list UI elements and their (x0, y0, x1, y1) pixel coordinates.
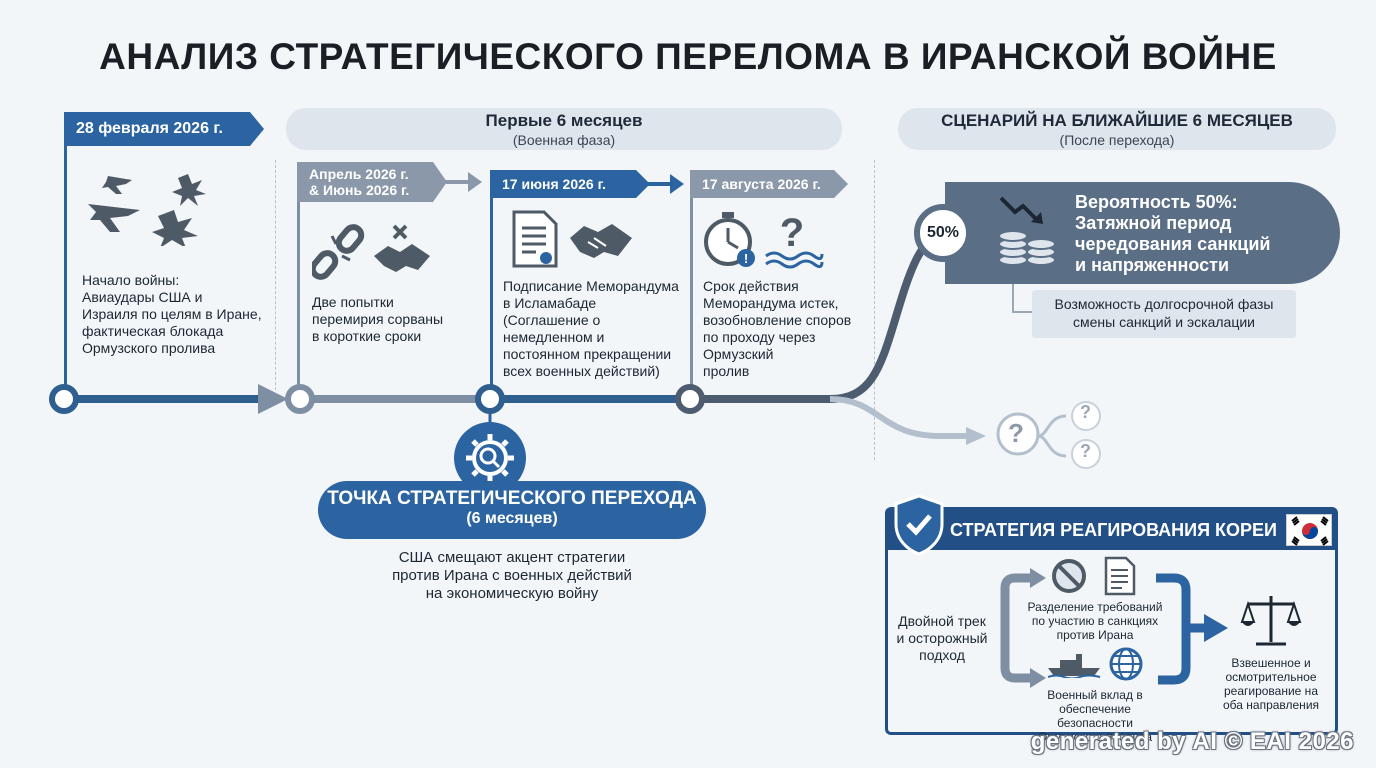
failed-handshake-icon (374, 224, 430, 272)
date-tag-3: 17 июня 2026 г. (490, 170, 650, 198)
svg-text:?: ? (780, 211, 804, 255)
arrow-icon (446, 172, 482, 192)
scenario-banner-title: СЦЕНАРИЙ НА БЛИЖАЙШИЕ 6 МЕСЯЦЕВ (941, 111, 1293, 130)
korea-strategy-header: СТРАТЕГИЯ РЕАГИРОВАНИЯ КОРЕИ (888, 510, 1335, 550)
warship-icon (1047, 654, 1101, 678)
event-caption-1: Начало войны: Авиаудары США и Израиля по… (82, 272, 262, 356)
date-label: & Июнь 2026 г. (309, 182, 410, 198)
document-icon (512, 210, 558, 268)
scenario-text: Вероятность 50%: Затяжной период чередов… (1075, 192, 1271, 275)
watermark: generated by AI © EAI 2026 (1030, 728, 1354, 755)
broken-chain-icon (312, 224, 365, 280)
scenario-box: Вероятность 50%: Затяжной период чередов… (945, 182, 1340, 284)
prohibited-icon (1052, 559, 1086, 593)
page-title: АНАЛИЗ СТРАТЕГИЧЕСКОГО ПЕРЕЛОМА В ИРАНСК… (99, 36, 1277, 77)
phase-banner-subtitle: (Военная фаза) (512, 132, 616, 148)
event-caption-3: Подписание Меморандума в Исламабаде (Сог… (503, 278, 679, 379)
track-military: Военный вклад в обеспечение безопасности… (1037, 688, 1153, 744)
korea-approach-label: Двойной трек и осторожный подход (896, 613, 988, 663)
korea-result: Взвешенное и осмотрительное реагирование… (1222, 656, 1320, 712)
fighter-jet-icon (88, 174, 206, 246)
scenario-banner-subtitle: (После перехода) (1059, 132, 1175, 148)
event-caption-2: Две попытки перемирия сорваны в короткие… (312, 294, 444, 344)
date-label: 17 августа 2026 г. (702, 176, 821, 192)
date-label: 28 февраля 2026 г. (76, 120, 223, 137)
globe-icon (1109, 647, 1143, 681)
event-frame-3 (490, 182, 690, 386)
scenario-banner: СЦЕНАРИЙ НА БЛИЖАЙШИЕ 6 МЕСЯЦЕВ (После п… (898, 108, 1336, 150)
date-label: Апрель 2026 г. (309, 166, 409, 182)
date-label: 17 июня 2026 г. (502, 176, 606, 192)
event-frame-4 (690, 182, 865, 386)
probability-badge: 50% (914, 204, 972, 262)
event-caption-4: Срок действия Меморандума истек, возобно… (703, 278, 852, 379)
gear-icon (454, 422, 526, 494)
track-sanctions: Разделение требований по участию в санкц… (1027, 600, 1163, 642)
stopwatch-icon: ! (704, 212, 755, 267)
question-mark: ? (1080, 441, 1091, 461)
shield-check-icon (894, 494, 944, 556)
transition-description: США смещают акцент стратегии против Иран… (392, 549, 632, 602)
transition-title: ТОЧКА СТРАТЕГИЧЕСКОГО ПЕРЕХОДА (327, 488, 697, 509)
date-tag-1: 28 февраля 2026 г. (64, 112, 264, 146)
separator-line (275, 160, 276, 390)
separator-line (874, 160, 875, 460)
timeline-node-3 (475, 384, 505, 414)
uncertain-outcome-icon (996, 401, 1101, 469)
date-tag-2: Апрель 2026 г. & Июнь 2026 г. (297, 162, 447, 202)
timeline-node-1 (49, 384, 79, 414)
korea-strategy-title: СТРАТЕГИЯ РЕАГИРОВАНИЯ КОРЕИ (950, 520, 1277, 540)
timeline-node-2 (285, 384, 315, 414)
question-icon: ? (765, 211, 824, 269)
timeline-node-4 (675, 384, 705, 414)
arrow-icon (648, 174, 684, 194)
question-mark: ? (1080, 402, 1091, 422)
event-frame-1 (64, 128, 269, 386)
korea-flag-icon (1286, 514, 1332, 546)
phase-banner-title: Первые 6 месяцев (485, 111, 643, 130)
question-mark: ? (1008, 418, 1024, 448)
korea-strategy-box: СТРАТЕГИЯ РЕАГИРОВАНИЯ КОРЕИ (885, 507, 1338, 735)
transition-subtitle: (6 месяцев) (466, 510, 558, 527)
date-tag-4: 17 августа 2026 г. (690, 170, 848, 198)
svg-text:!: ! (744, 251, 748, 266)
strategic-transition-box: ТОЧКА СТРАТЕГИЧЕСКОГО ПЕРЕХОДА (6 месяце… (318, 481, 706, 539)
declining-coins-icon (998, 196, 1056, 266)
balance-scale-icon (1240, 596, 1302, 646)
scenario-note: Возможность долгосрочной фазы смены санк… (1032, 290, 1296, 338)
document-icon (1104, 556, 1136, 596)
handshake-icon (570, 224, 632, 258)
event-frame-2 (297, 180, 467, 386)
phase-banner: Первые 6 месяцев (Военная фаза) (286, 108, 842, 150)
